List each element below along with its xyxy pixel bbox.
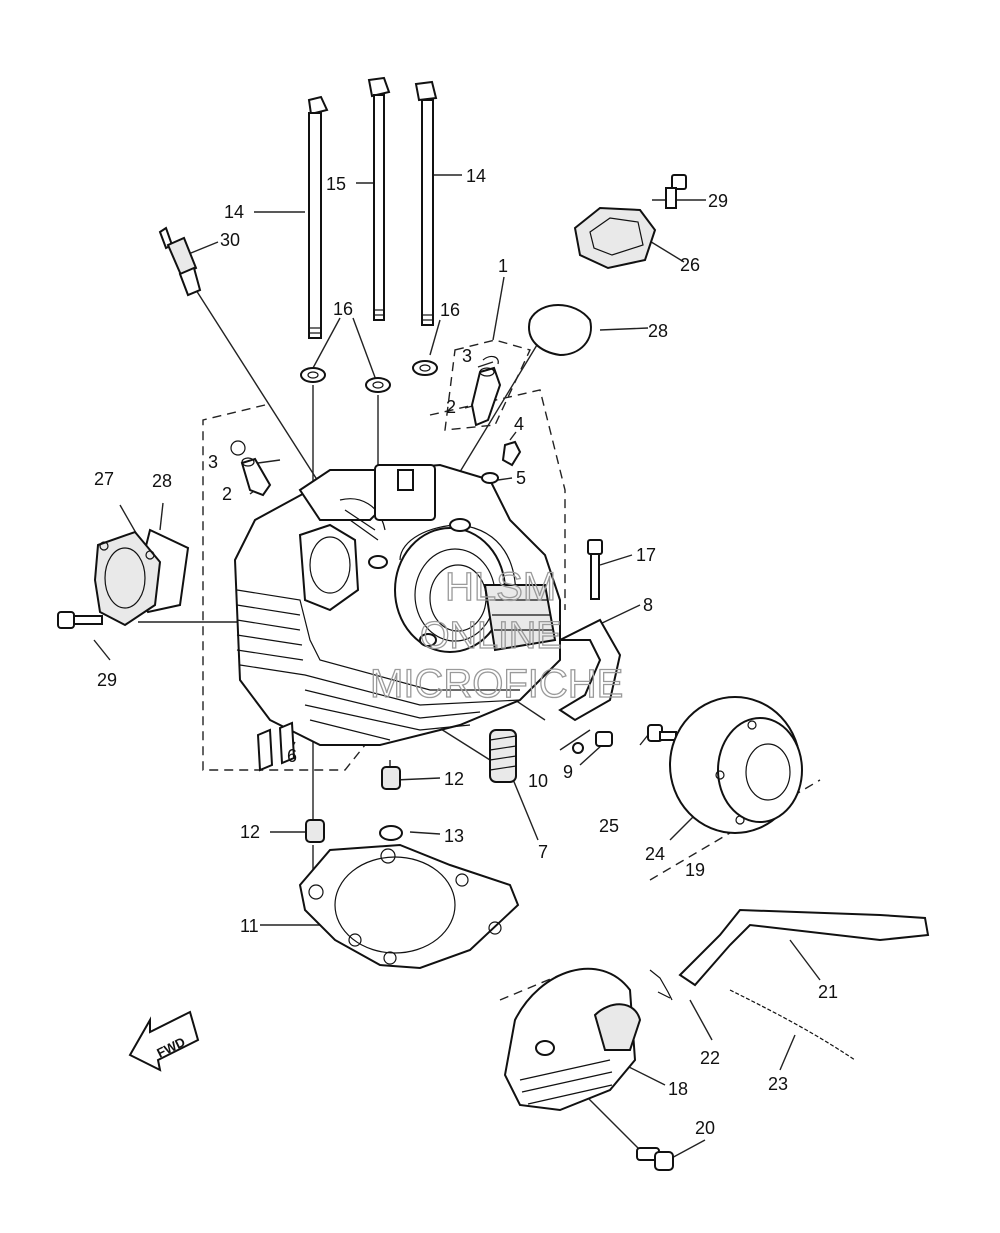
callout-18: 18 [668,1079,688,1099]
callout-28-right: 28 [648,321,668,341]
callout-4: 4 [514,414,524,434]
callout-12-left: 12 [240,822,260,842]
head-bolt-long-right [414,80,438,326]
callout-14-right: 14 [466,166,486,186]
dowel-12-right [381,766,401,790]
callout-19: 19 [685,860,705,880]
valve-guide-right [470,366,502,427]
lever-21 [678,908,930,987]
valve-guide-left [240,457,272,497]
cable-23 [729,989,856,1061]
bolt-17 [587,539,603,600]
watermark-line-1: HLSM [445,565,556,609]
callout-28-left: 28 [152,471,172,491]
washer-10 [572,742,584,754]
washer-right [412,360,438,376]
callout-17: 17 [636,545,656,565]
callout-16-left: 16 [333,299,353,319]
callout-5: 5 [516,468,526,488]
watermark-line-3: MICROFICHE [370,662,623,706]
head-assembly-dashed-outline [202,389,566,771]
spark-plug [158,226,202,297]
callout-26: 26 [680,255,700,275]
callout-6: 6 [287,746,297,766]
callout-30: 30 [220,230,240,250]
callout-12-right: 12 [444,769,464,789]
callout-27: 27 [94,469,114,489]
bolt-20 [636,1147,674,1171]
tappet-cover-left [93,528,190,627]
cylinder-head [233,463,561,746]
callout-14-left: 14 [224,202,244,222]
callout-23: 23 [768,1074,788,1094]
callout-11: 11 [240,916,259,936]
circlip-left [230,440,246,456]
callout-29-left: 29 [97,670,117,690]
callout-15: 15 [326,174,346,194]
callout-21: 21 [818,982,838,1002]
tappet-cover-top-right [573,206,657,270]
washer-center-hole [372,381,384,389]
callout-10: 10 [528,771,548,791]
o-ring-13 [379,825,403,841]
washer-left [300,367,326,383]
callout-3-left: 3 [208,452,218,472]
callout-8: 8 [643,595,653,615]
bolt-29-left [57,611,103,629]
watermark: HLSM ONLINE MICROFICHE [369,564,624,706]
callout-24: 24 [645,844,665,864]
head-gasket [298,843,520,970]
head-bolt-center [367,76,391,321]
callout-13: 13 [444,826,464,846]
valve-spring [489,729,517,783]
callout-3-right: 3 [462,346,472,366]
gasket-8 [558,618,622,722]
gasket-28-right [528,304,592,357]
callouts: 1 2 2 3 3 4 5 6 7 8 9 10 11 12 12 13 14 … [94,166,838,1138]
washer-left-hole [307,371,319,379]
watermark-line-2: ONLINE [420,615,561,657]
circlip-right [482,355,499,365]
clip-22 [649,969,673,1001]
bolt-29-top [665,174,687,209]
side-cover [503,967,642,1112]
head-bolt-long-left [307,95,329,339]
callout-1: 1 [498,256,508,276]
callout-2-left: 2 [222,484,232,504]
callout-2-right: 2 [446,397,456,417]
callout-20: 20 [695,1118,715,1138]
washer-right-hole [419,364,431,372]
callout-9: 9 [563,762,573,782]
dowel-pins [256,721,296,772]
gasket-5 [481,472,499,484]
cam-cover-plate [669,696,803,834]
callout-25: 25 [599,816,619,836]
dowel-12-left [305,819,325,843]
callout-7: 7 [538,842,548,862]
washer-center [365,377,391,393]
bolt-9 [595,731,613,747]
callout-29-top: 29 [708,191,728,211]
callout-16-right: 16 [440,300,460,320]
fwd-arrow: FWD [128,1010,200,1072]
valve-guide-dashed-outline [444,339,531,431]
bolt-25 [647,724,677,742]
callout-22: 22 [700,1048,720,1068]
stud-bolt-4 [501,440,522,467]
